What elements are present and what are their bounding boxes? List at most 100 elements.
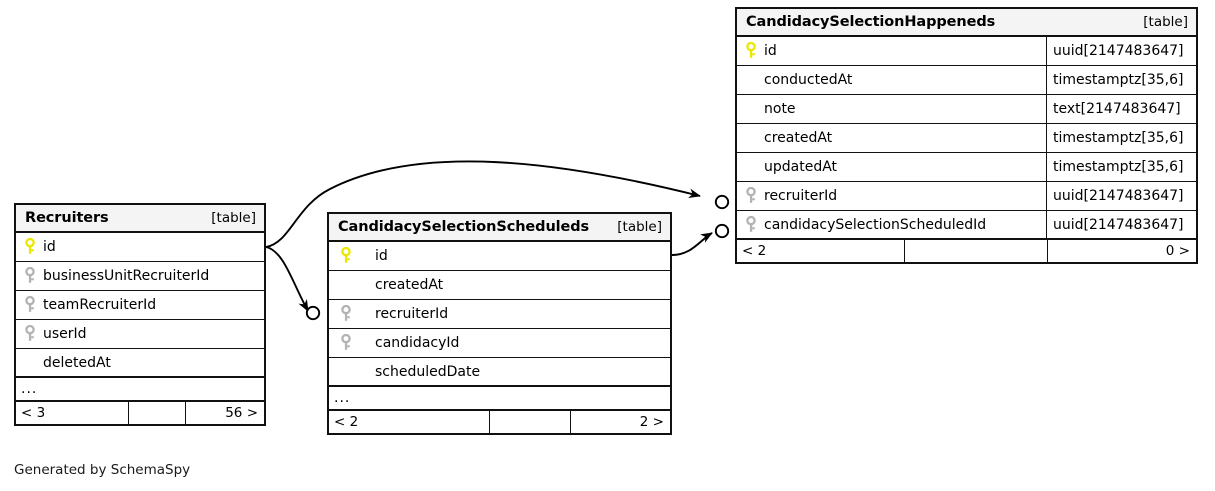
column-name: candidacySelectionScheduledId (764, 216, 987, 233)
foreign-key-icon (23, 325, 37, 343)
column-name: businessUnitRecruiterId (43, 268, 210, 284)
column-type: timestamptz[35,6] (1046, 153, 1196, 181)
more-columns-indicator[interactable]: ... (329, 387, 670, 411)
no-key-spacer (744, 71, 758, 89)
footer-prev-count[interactable]: < 2 (334, 414, 359, 430)
entity-header: Recruiters [table] (16, 205, 264, 233)
column-row[interactable]: id (329, 242, 670, 271)
no-key-spacer (744, 158, 758, 176)
column-main-cell: updatedAt (737, 153, 1046, 181)
column-row[interactable]: candidacySelectionScheduledId uuid[21474… (737, 211, 1196, 240)
column-name: id (764, 43, 777, 59)
column-name: recruiterId (375, 306, 449, 322)
entity-table-recruiters[interactable]: Recruiters [table] id (14, 203, 266, 426)
column-main-cell: id (737, 37, 1046, 65)
column-row[interactable]: updatedAt timestamptz[35,6] (737, 153, 1196, 182)
foreign-key-icon (339, 305, 353, 323)
footer-middle (489, 411, 571, 433)
column-main-cell: businessUnitRecruiterId (16, 262, 264, 290)
column-main-cell: userId (16, 320, 264, 348)
optional-cardinality-marker (305, 305, 321, 321)
column-name: conductedAt (764, 72, 853, 88)
column-row[interactable]: userId (16, 320, 264, 349)
optional-cardinality-marker (714, 223, 730, 239)
entity-header: CandidacySelectionHappeneds [table] (737, 9, 1196, 37)
column-main-cell: candidacySelectionScheduledId (737, 211, 1046, 238)
primary-key-icon (23, 238, 37, 256)
footer-prev-count[interactable]: < 3 (21, 405, 46, 421)
column-main-cell: createdAt (737, 124, 1046, 152)
footer-middle (128, 402, 186, 424)
column-main-cell: scheduledDate (329, 358, 670, 385)
column-main-cell: conductedAt (737, 66, 1046, 94)
edge-recruiters-to-scheduleds (265, 246, 321, 321)
column-row[interactable]: createdAt (329, 271, 670, 300)
foreign-key-icon (744, 215, 758, 234)
entity-footer: < 3 56 > (16, 402, 264, 424)
entity-title: Recruiters (25, 210, 109, 226)
column-name: createdAt (375, 277, 444, 293)
column-type: timestamptz[35,6] (1046, 124, 1196, 152)
column-row[interactable]: recruiterId uuid[2147483647] (737, 182, 1196, 211)
column-row[interactable]: id uuid[2147483647] (737, 37, 1196, 66)
column-name: recruiterId (764, 188, 838, 204)
column-name: deletedAt (43, 354, 111, 371)
column-row[interactable]: conductedAt timestamptz[35,6] (737, 66, 1196, 95)
entity-header: CandidacySelectionScheduleds [table] (329, 214, 670, 242)
column-row[interactable]: note text[2147483647] (737, 95, 1196, 124)
column-main-cell: createdAt (329, 271, 670, 299)
column-name: candidacyId (375, 335, 460, 351)
no-key-spacer (23, 354, 37, 372)
entity-title: CandidacySelectionScheduleds (338, 219, 590, 235)
column-row[interactable]: teamRecruiterId (16, 291, 264, 320)
edge-scheduleds-to-happeneds (671, 223, 730, 256)
entity-table-candidacy-selection-happeneds[interactable]: CandidacySelectionHappeneds [table] id u… (735, 7, 1198, 264)
column-main-cell: recruiterId (737, 182, 1046, 210)
column-main-cell: candidacyId (329, 329, 670, 357)
no-key-spacer (339, 363, 353, 381)
column-name: id (375, 248, 388, 264)
column-main-cell: note (737, 95, 1046, 123)
footer-next-count[interactable]: 0 > (1165, 243, 1190, 259)
primary-key-icon (339, 247, 353, 265)
optional-cardinality-marker (714, 194, 730, 210)
column-name: id (43, 239, 56, 255)
column-row[interactable]: id (16, 233, 264, 262)
entity-kind-label: [table] (1143, 14, 1188, 30)
column-row[interactable]: recruiterId (329, 300, 670, 329)
entity-kind-label: [table] (211, 210, 256, 226)
column-type: uuid[2147483647] (1046, 211, 1196, 238)
column-main-cell: teamRecruiterId (16, 291, 264, 319)
footer-middle (904, 240, 1048, 262)
footer-next-count[interactable]: 2 > (639, 414, 664, 430)
foreign-key-icon (23, 267, 37, 285)
column-name: teamRecruiterId (43, 297, 157, 313)
column-row[interactable]: deletedAt (16, 349, 264, 378)
column-type: uuid[2147483647] (1046, 37, 1196, 65)
primary-key-icon (744, 42, 758, 60)
column-row[interactable]: scheduledDate (329, 358, 670, 387)
column-row[interactable]: createdAt timestamptz[35,6] (737, 124, 1196, 153)
foreign-key-icon (23, 296, 37, 314)
column-name: scheduledDate (375, 363, 481, 380)
generator-caption: Generated by SchemaSpy (14, 462, 191, 478)
column-type: uuid[2147483647] (1046, 182, 1196, 210)
entity-table-candidacy-selection-scheduleds[interactable]: CandidacySelectionScheduleds [table] id … (327, 212, 672, 435)
more-columns-indicator[interactable]: ... (16, 378, 264, 402)
column-row[interactable]: candidacyId (329, 329, 670, 358)
entity-title: CandidacySelectionHappeneds (746, 14, 996, 30)
column-main-cell: id (329, 242, 670, 270)
column-name: createdAt (764, 130, 833, 146)
column-type: timestamptz[35,6] (1046, 66, 1196, 94)
column-name: userId (43, 326, 87, 342)
column-main-cell: id (16, 233, 264, 261)
no-key-spacer (744, 129, 758, 147)
no-key-spacer (339, 276, 353, 294)
entity-kind-label: [table] (617, 219, 662, 235)
foreign-key-icon (744, 187, 758, 205)
footer-next-count[interactable]: 56 > (225, 405, 258, 421)
column-type: text[2147483647] (1046, 95, 1196, 123)
footer-prev-count[interactable]: < 2 (742, 243, 767, 259)
column-row[interactable]: businessUnitRecruiterId (16, 262, 264, 291)
